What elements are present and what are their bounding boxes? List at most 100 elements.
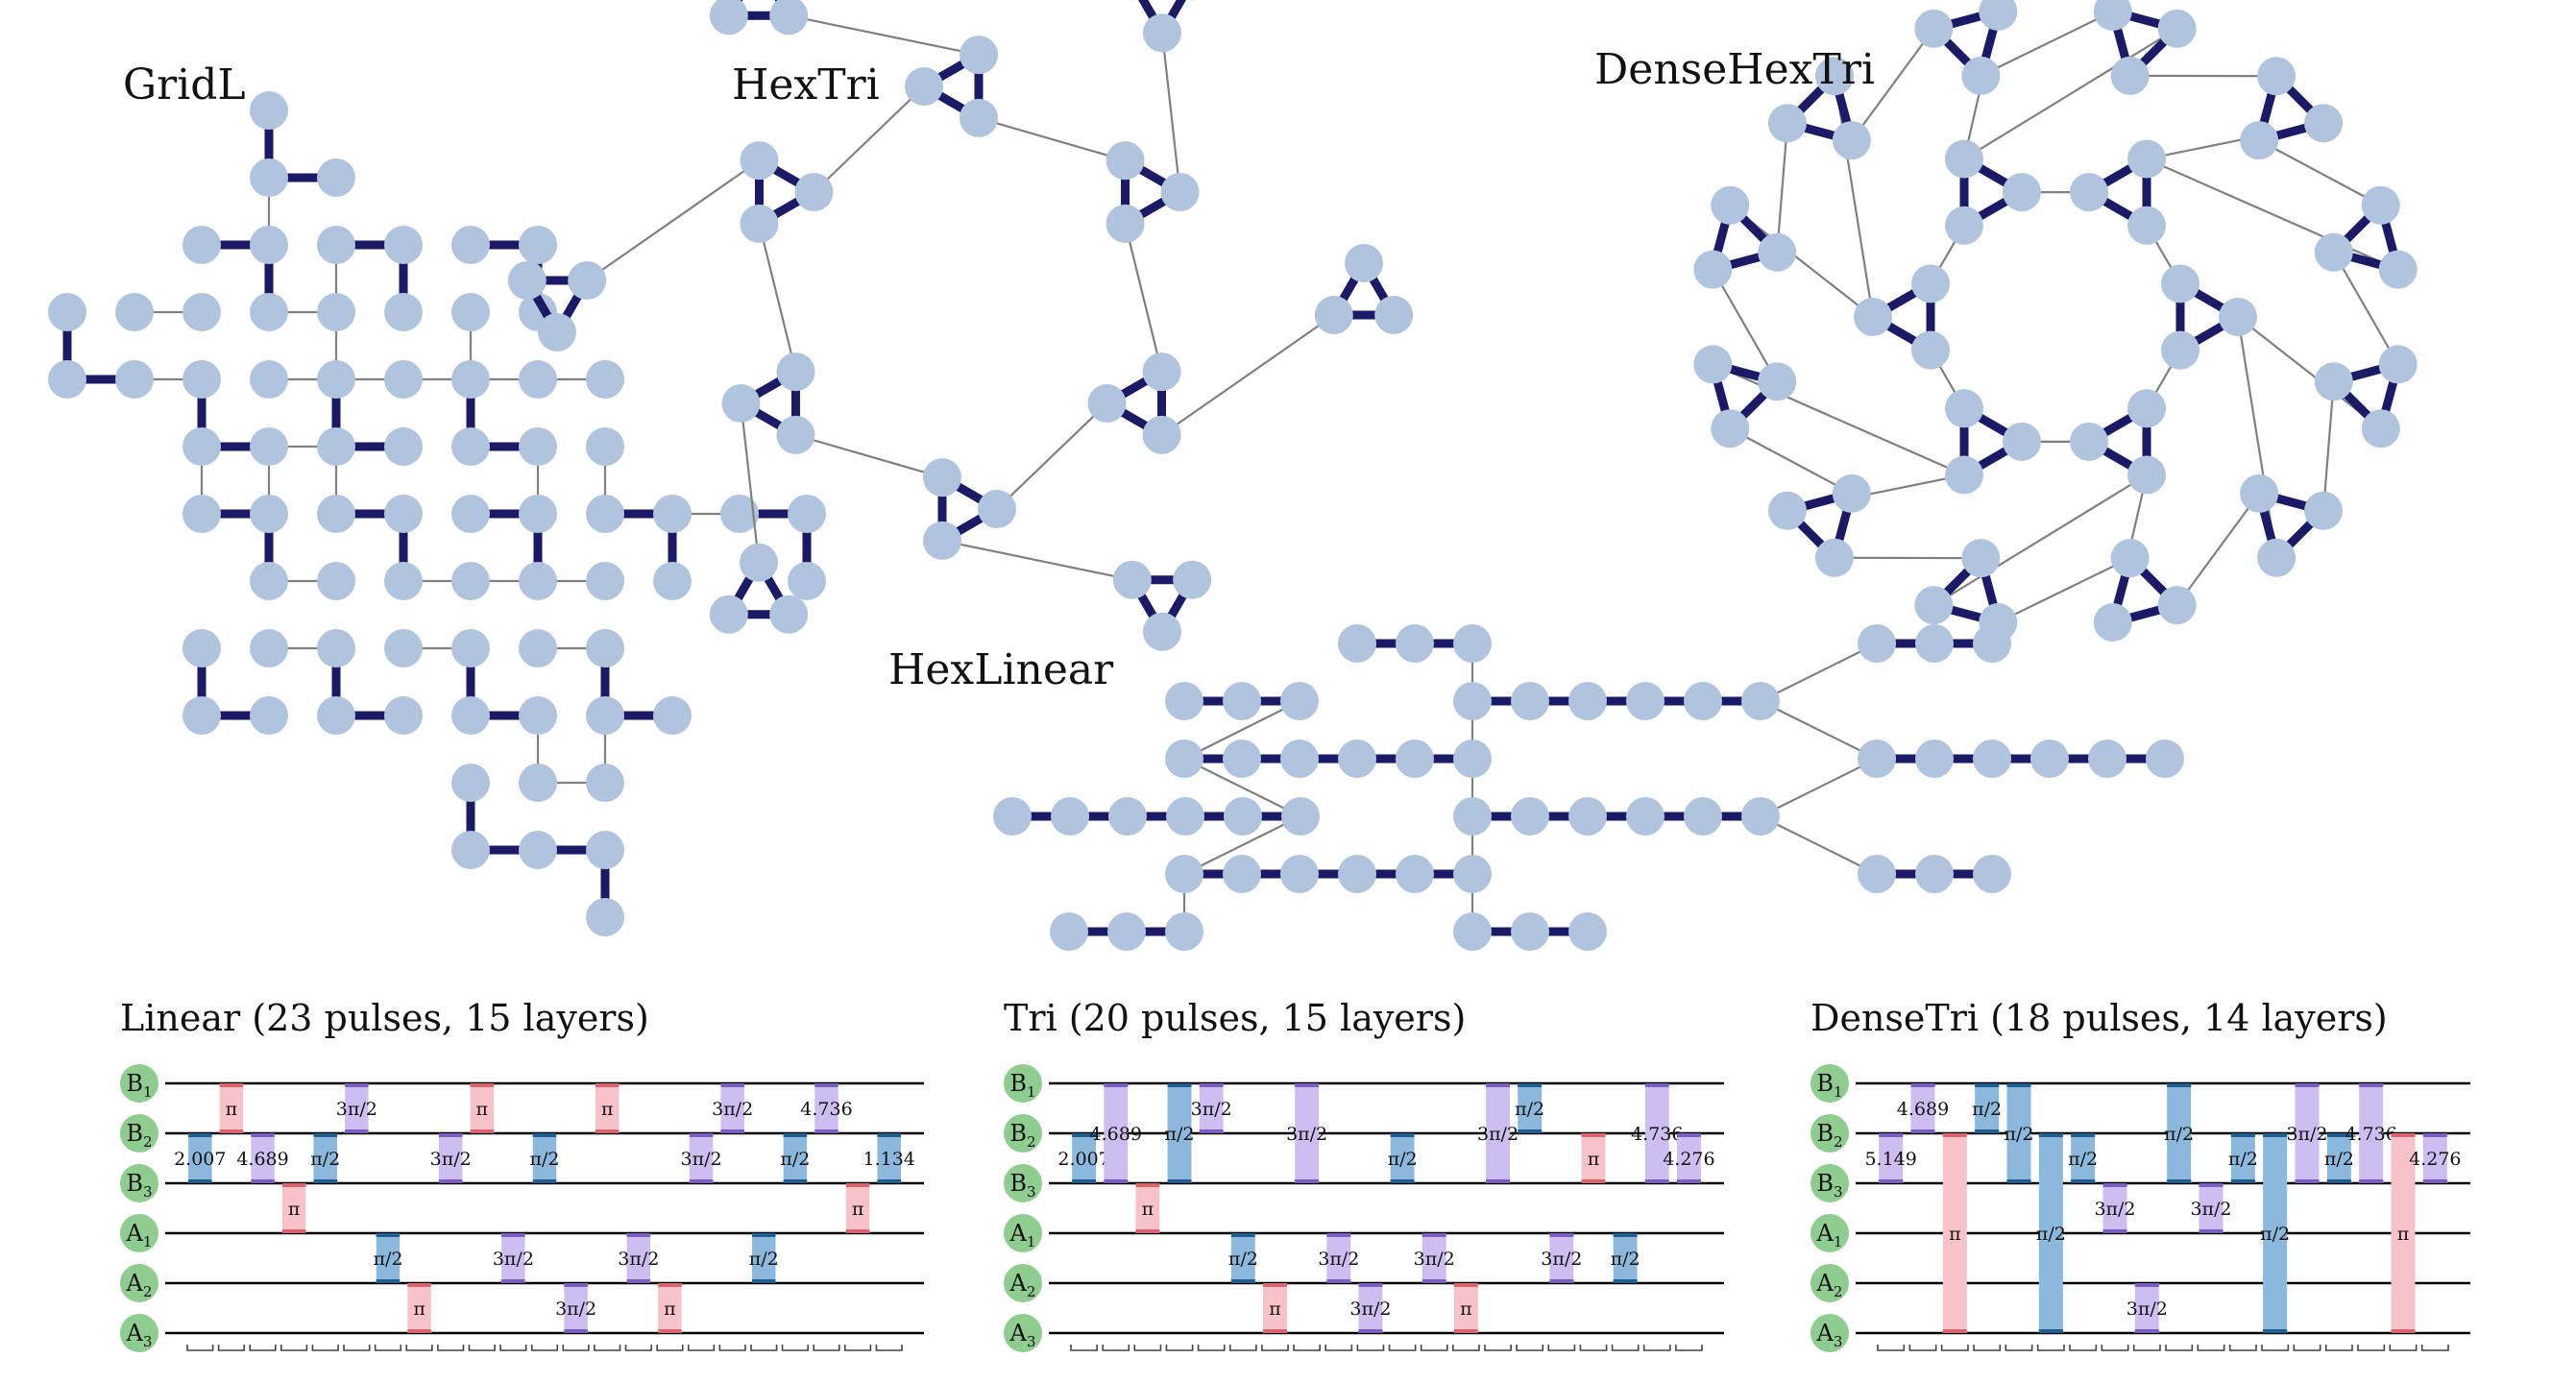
qubit-label-badge (1004, 1264, 1042, 1302)
pulse-label: π (1269, 1298, 1281, 1320)
pulse-red: π (219, 1083, 244, 1133)
pulse-label: π (1460, 1298, 1472, 1320)
pulse-label: 3π/2 (2190, 1199, 2231, 1220)
pulse-label: π/2 (2164, 1124, 2194, 1145)
pulse-edge-bottom (501, 1279, 525, 1283)
pulse-block (720, 1083, 744, 1133)
graph-node (2257, 538, 2297, 577)
weak-bond (1729, 427, 1853, 495)
graph-node (317, 293, 355, 331)
pulse-block (1199, 1083, 1224, 1133)
qubit-label: B2 (1009, 1120, 1035, 1151)
pulse-purple: 3π/2 (430, 1133, 472, 1183)
weak-bond (1712, 269, 1779, 382)
weak-bond (740, 402, 761, 563)
graph-node (1345, 244, 1383, 282)
pulse-red: π (658, 1283, 682, 1333)
graph-node (250, 427, 288, 466)
graph-node (2127, 455, 2166, 495)
pulse-block (345, 1083, 369, 1133)
pulse-panels: Linear (23 pulses, 15 layers)B1B2B3A1A2A… (120, 997, 2470, 1352)
pulse-label: 4.689 (236, 1149, 288, 1170)
pulse-block (407, 1283, 431, 1333)
graph-node (1626, 682, 1665, 720)
pulse-blue: π/2 (373, 1233, 402, 1283)
qubit-label-badge (1004, 1164, 1042, 1202)
pulse-block (1295, 1083, 1320, 1183)
graph-node (519, 696, 557, 735)
pulse-red: π (281, 1183, 306, 1233)
pulse-block (188, 1133, 212, 1183)
graph-node (1453, 912, 1492, 951)
graph-node (586, 427, 624, 466)
pulse-edge-top (251, 1133, 275, 1137)
pulse-block (2071, 1133, 2096, 1183)
pulse-edge-bottom (564, 1329, 588, 1333)
pulse-edge-bottom (1199, 1129, 1224, 1133)
graph-node (1051, 797, 1089, 836)
graph-node (1973, 855, 2011, 893)
graph-node (1374, 296, 1414, 334)
graph-node (960, 36, 998, 75)
pulse-label: 4.736 (1631, 1124, 1683, 1145)
pulse-block (313, 1133, 337, 1183)
graph-node (1832, 121, 1871, 160)
pulse-block (2038, 1133, 2063, 1333)
graph-node (1106, 204, 1145, 243)
pulse-label: 3π/2 (1318, 1249, 1359, 1270)
graph-node (250, 696, 288, 735)
graph-node (451, 764, 490, 802)
pulse-block (2102, 1183, 2127, 1233)
graph-node (519, 360, 557, 399)
pulse-label: π/2 (780, 1149, 810, 1170)
graph-node (1142, 415, 1181, 454)
pulse-block (2326, 1133, 2351, 1183)
weak-bond (1980, 10, 2114, 77)
pulse-edge-bottom (1263, 1329, 1287, 1333)
weak-bond (2175, 493, 2261, 606)
graph-node (384, 562, 423, 600)
pulse-block (1167, 1083, 1192, 1183)
graph-node (182, 427, 221, 466)
pulse-block (1104, 1083, 1129, 1183)
graph-node (451, 495, 490, 533)
pulse-label: π (226, 1099, 238, 1120)
graph-node (250, 562, 288, 600)
graph-node (1684, 682, 1722, 720)
graph-node (384, 629, 423, 667)
pulse-label: 3π/2 (1191, 1099, 1232, 1120)
graph-node (1711, 185, 1750, 225)
pulse-edge-bottom (1453, 1329, 1478, 1333)
graph-node (1915, 740, 1954, 778)
pulse-block (689, 1133, 714, 1183)
graph-node (1223, 682, 1261, 720)
graph-node (2093, 0, 2132, 31)
graph-node (1945, 389, 1983, 428)
graph-node (182, 360, 221, 399)
qubit-label: B2 (1816, 1120, 1842, 1151)
pulse-purple: 3π/2 (336, 1083, 377, 1133)
graph-node (1758, 362, 1797, 401)
weak-bond (1850, 28, 1935, 141)
graph-node (769, 0, 809, 36)
pulse-red: π (407, 1283, 431, 1333)
pulse-label: π/2 (1515, 1099, 1544, 1120)
pulse-purple: 3π/2 (555, 1283, 596, 1333)
graph-node (1453, 624, 1492, 663)
pulse-label: 4.736 (2345, 1124, 2396, 1145)
pulse-edge-top (219, 1083, 244, 1087)
weak-bond (758, 223, 797, 373)
pulse-label: 3π/2 (2094, 1199, 2135, 1220)
pulse-purple: 4.689 (1090, 1083, 1142, 1183)
graph-node (250, 226, 288, 264)
graph-node (317, 562, 355, 600)
graph-node (1911, 264, 1950, 303)
pulse-edge-top (1295, 1083, 1320, 1087)
pulse-edge-top (595, 1083, 620, 1087)
pulse-label: π/2 (530, 1149, 560, 1170)
graph-node (384, 226, 423, 264)
pulse-red: π (1581, 1133, 1606, 1183)
pulse-edge-top (1581, 1133, 1606, 1137)
pulse-purple: 4.689 (236, 1133, 289, 1183)
pulse-block (564, 1283, 588, 1333)
